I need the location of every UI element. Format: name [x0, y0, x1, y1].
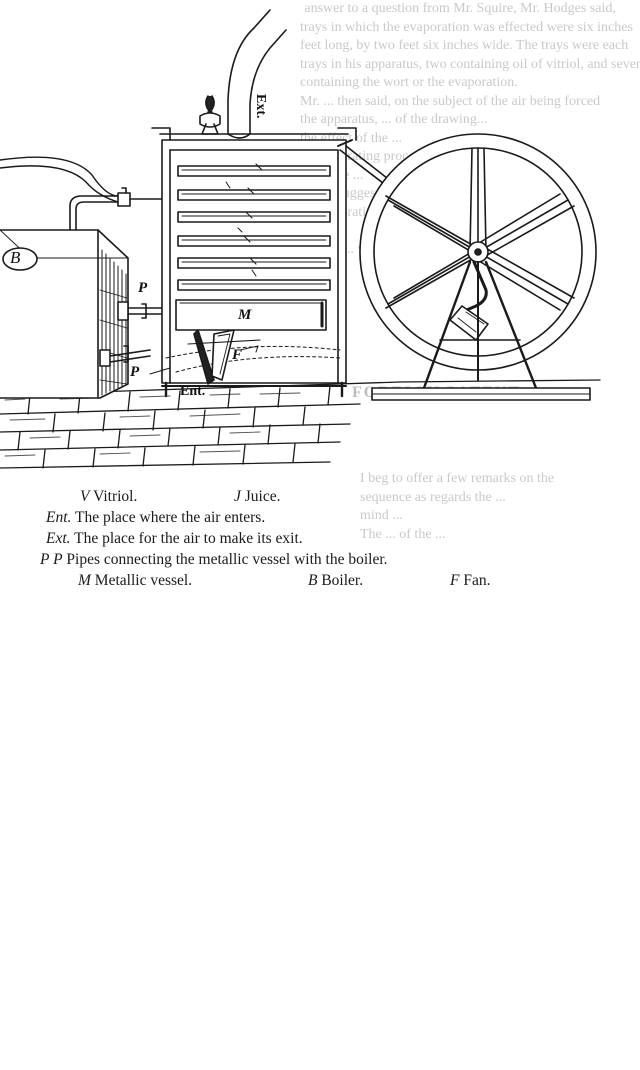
- boiler: [0, 156, 163, 399]
- bg-line: I beg to offer a few remarks on the: [360, 471, 555, 486]
- label-p-upper: P: [138, 280, 148, 296]
- label-ext: Ext.: [253, 94, 268, 119]
- entrance-arrow: [149, 367, 171, 375]
- label-m: M: [238, 307, 252, 323]
- legend-key-v: V: [80, 488, 90, 505]
- legend-row: P P Pipes connecting the metallic vessel…: [40, 549, 630, 570]
- legend-key-ext: Ext.: [46, 530, 71, 547]
- legend-row: V Vitriol. J Juice.: [40, 486, 630, 507]
- label-ent: Ent.: [180, 384, 206, 399]
- bg-line: mind ...: [360, 508, 403, 523]
- bg-line: trays in which the evaporation was effec…: [300, 19, 633, 35]
- legend-key-m: M: [78, 572, 91, 589]
- legend-text-ent: The place where the air enters.: [75, 509, 266, 526]
- legend-key-f: F: [450, 572, 460, 589]
- fan: [165, 329, 341, 385]
- legend-key-pp: P P: [40, 551, 63, 568]
- bg-line: The ... of the ...: [360, 526, 446, 542]
- legend-row: Ent. The place where the air enters.: [40, 507, 630, 528]
- metallic-vessel: [175, 299, 327, 331]
- figure-legend: V Vitriol. J Juice. Ent. The place where…: [40, 486, 630, 591]
- bg-line: the apparatus, ... of the drawing...: [300, 112, 488, 127]
- boiler-label-oval: [2, 247, 38, 271]
- legend-key-ent: Ent.: [46, 509, 72, 526]
- trays: [177, 163, 331, 291]
- bg-line: feet long, by two feet six inches wide. …: [300, 38, 629, 53]
- lamp: [199, 95, 221, 135]
- fan-wheel: [359, 133, 597, 371]
- legend-text-ext: The place for the air to make its exit.: [74, 530, 303, 547]
- legend-row: M Metallic vessel. B Boiler. F Fan.: [40, 570, 630, 591]
- legend-key-b: B: [308, 572, 318, 589]
- legend-text-b: Boiler.: [321, 572, 364, 589]
- legend-text-pp: Pipes connecting the metallic vessel wit…: [66, 551, 388, 568]
- legend-text-m: Metallic vessel.: [94, 572, 193, 589]
- legend-text-v: Vitriol.: [93, 488, 138, 505]
- label-f: F: [232, 347, 243, 363]
- pipes-p: [99, 301, 167, 367]
- bg-line: containing the wort or the evaporation.: [300, 75, 518, 90]
- exit-pipe: [227, 9, 287, 139]
- background-text-lower: I beg to offer a few remarks on the sequ…: [360, 470, 640, 1070]
- legend-key-j: J: [234, 488, 241, 505]
- bg-line: in answer to a question from Mr. Squire,…: [300, 1, 616, 16]
- boiler-shading: [99, 249, 128, 396]
- wheel-stand: [371, 260, 591, 401]
- bg-line: Mr. ... then said, on the subject of the…: [300, 93, 601, 109]
- legend-row: Ext. The place for the air to make its e…: [40, 528, 630, 549]
- label-b: B: [10, 248, 21, 267]
- evaporating-apparatus-engraving: [0, 9, 601, 469]
- bg-line: sequence as regards the ...: [360, 489, 506, 505]
- evaporating-vessel: [151, 127, 357, 398]
- legend-text-f: Fan.: [463, 572, 491, 589]
- legend-text-j: Juice.: [244, 488, 281, 505]
- bg-line: trays in his apparatus, two containing o…: [300, 56, 640, 72]
- label-p-lower: P: [130, 364, 140, 380]
